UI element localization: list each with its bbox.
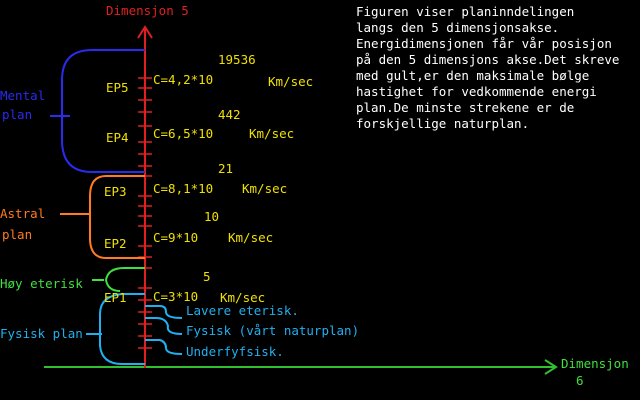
ep3-label: EP3: [104, 184, 127, 199]
subplane-brace-physical: [145, 317, 183, 335]
physical-plane-bracket: [99, 293, 145, 365]
ep2-formula: C=9*10: [153, 230, 199, 245]
vertical-axis-arrow: [137, 25, 153, 39]
astral-plane-label-line2: plan: [2, 227, 33, 242]
ep5-formula: C=4,2*10: [153, 72, 214, 87]
ep4-label: EP4: [106, 130, 129, 145]
ep3-formula: C=8,1*10: [153, 181, 214, 196]
mental-plane-label-line2: plan: [2, 107, 33, 122]
description-line: Figuren viser planinndelingen: [356, 4, 575, 19]
ep4-unit: Km/sec: [249, 126, 295, 141]
subplane-brace-subphysical: [145, 339, 183, 355]
ep3-exponent: 21: [218, 161, 234, 176]
ep1-label: EP1: [104, 290, 127, 305]
description-text: Figuren viser planinndelingen langs den …: [356, 4, 640, 132]
description-line: forskjellige naturplan.: [356, 116, 530, 131]
subplane-brace-lower-etheric: [145, 305, 183, 319]
etheric-plane-bracket: [104, 267, 145, 292]
mental-plane-label-line1: Mental: [0, 88, 46, 103]
description-line: Energidimensjonen får vår posisjon: [356, 36, 612, 51]
horizontal-axis-arrow: [544, 359, 558, 375]
ep4-exponent: 442: [218, 107, 241, 122]
astral-plane-label-line1: Astral: [0, 206, 46, 221]
astral-plane-bracket: [89, 175, 145, 259]
ep2-label: EP2: [104, 236, 127, 251]
horizontal-axis-label-line1: Dimensjon: [561, 356, 629, 371]
description-line: hastighet for vedkommende energi: [356, 84, 597, 99]
ep5-unit: Km/sec: [268, 74, 314, 89]
mental-plane-bracket: [61, 49, 145, 173]
subplane-subphysical: Underfyfsisk.: [186, 344, 284, 359]
etheric-plane-label: Høy eterisk: [0, 276, 83, 291]
description-line: langs den 5 dimensjonsakse.: [356, 20, 560, 35]
ep1-unit: Km/sec: [220, 290, 266, 305]
subplane-lower-etheric: Lavere eterisk.: [186, 303, 299, 318]
physical-plane-label: Fysisk plan: [0, 326, 83, 341]
vertical-axis-label: Dimensjon 5: [106, 3, 189, 18]
ep5-label: EP5: [106, 80, 129, 95]
ep2-exponent: 10: [204, 209, 220, 224]
horizontal-axis-label-line2: 6: [576, 373, 584, 388]
ep4-formula: C=6,5*10: [153, 126, 214, 141]
description-line: på den 5 dimensjons akse.Det skreve: [356, 52, 620, 67]
ep5-exponent: 19536: [218, 52, 256, 67]
ep1-exponent: 5: [203, 269, 211, 284]
ep1-formula: C=3*10: [153, 289, 199, 304]
ep2-unit: Km/sec: [228, 230, 274, 245]
ep3-unit: Km/sec: [242, 181, 288, 196]
subplane-physical: Fysisk (vårt naturplan): [186, 323, 360, 338]
description-line: plan.De minste strekene er de: [356, 100, 575, 115]
description-line: med gult,er den maksimale bølge: [356, 68, 590, 83]
